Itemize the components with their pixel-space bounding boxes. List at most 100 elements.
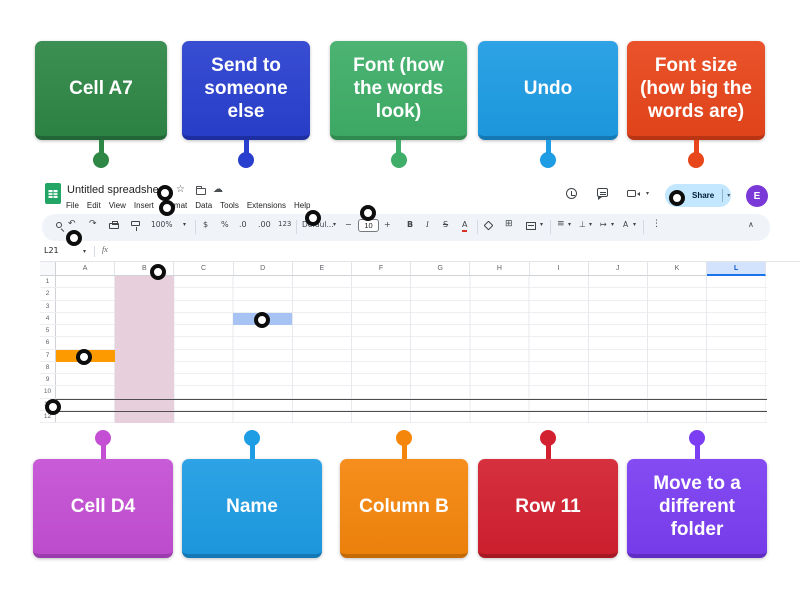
row-header-2: 2 [40,288,56,300]
increase-font-size-button: + [384,220,391,229]
label-pin-dot [396,430,412,446]
label-text: Undo [523,77,573,99]
label-connector [243,140,249,154]
toolbar-divider [477,220,478,234]
column-header-a: A [56,262,116,276]
column-header-f: F [351,262,412,276]
label-pin-dot [238,152,254,168]
vertical-align-icon: ⊥ [579,220,586,229]
label-pin-dot [689,430,705,446]
text-rotation-icon: A [623,220,629,229]
column-header-b: B [115,262,175,276]
label-card[interactable]: Font (how the words look) [330,41,467,140]
star-icon: ☆ [176,184,185,195]
target-marker-undo[interactable] [66,230,82,246]
target-marker-font[interactable] [305,210,321,226]
target-marker-font-size[interactable] [360,205,376,221]
label-pin-dot [540,430,556,446]
target-marker-row-11[interactable] [45,399,61,415]
label-connector [545,140,551,154]
label-text: Font size (how big the words are) [640,54,752,123]
number-format-button: 123 [278,220,292,228]
label-text: Move to a different folder [653,472,741,541]
label-card[interactable]: Column B [340,459,468,558]
menu-tools: Tools [220,201,239,210]
row-header-12: 12 [40,410,56,422]
row-header-3: 3 [40,300,56,312]
select-all-corner [40,262,56,276]
row-11-bottom-border [56,410,767,413]
label-connector [545,445,551,459]
label-card[interactable]: Name [182,459,322,558]
move-to-folder-icon [196,186,206,195]
name-box: L21 [44,246,59,255]
menu-data: Data [195,201,213,210]
font-name-select: Defaul... [302,220,334,229]
decrease-font-size-button: − [345,220,352,229]
label-card[interactable]: Send to someone else [182,41,310,140]
label-card[interactable]: Move to a different folder [627,459,767,558]
label-pin-dot [244,430,260,446]
formula-bar-divider [94,246,95,257]
label-connector [98,140,104,154]
redo-icon: ↷ [89,219,97,229]
align-dropdown-icon: ▾ [568,221,572,228]
column-headers: A B C D E F G H I J K L [40,262,767,276]
zoom-select: 100% [151,220,173,229]
font-dropdown-icon: ▾ [333,221,337,228]
row-11-top-border [56,398,767,400]
spreadsheet-title: Untitled spreadsheet [67,184,168,196]
toolbar-divider [550,220,551,234]
row-header-8: 8 [40,361,56,373]
target-marker-cell-a7[interactable] [76,349,92,365]
print-icon [109,221,119,229]
target-marker-share[interactable] [669,190,685,206]
label-connector [396,140,401,154]
share-button-label: Share [692,191,715,200]
label-connector [693,140,699,154]
column-header-e: E [292,262,352,276]
label-pin-dot [93,152,109,168]
column-header-i: I [529,262,589,276]
target-marker-title[interactable] [157,185,173,201]
label-pin-dot [688,152,704,168]
version-history-icon [566,188,577,199]
paint-format-icon [131,221,140,231]
horizontal-align-icon: ≡ [557,219,565,229]
column-b-highlight [115,276,174,423]
label-card[interactable]: Cell D4 [33,459,173,558]
decrease-decimal-button: .0 [239,220,247,229]
row-header-1: 1 [40,276,56,288]
label-connector [100,445,106,459]
label-card[interactable]: Undo [478,41,618,140]
target-marker-column-b[interactable] [150,264,166,280]
row-header-9: 9 [40,374,56,386]
menu-bar: File Edit View Insert Format Data Tools … [66,201,310,210]
label-text: Font (how the words look) [353,54,444,123]
account-avatar: E [746,185,768,207]
menu-insert: Insert [133,201,154,210]
meet-camera-icon [627,190,640,197]
cloud-save-status-icon: ☁ [213,184,223,195]
column-header-k: K [647,262,708,276]
increase-decimal-button: .00 [258,220,271,229]
label-card[interactable]: Cell A7 [35,41,167,140]
label-card[interactable]: Row 11 [478,459,618,558]
bold-button: B [407,220,414,229]
label-card[interactable]: Font size (how big the words are) [627,41,765,140]
label-pin-dot [540,152,556,168]
label-pin-dot [390,152,407,168]
more-options-icon: ⋮ [652,219,661,229]
name-box-dropdown-icon: ▾ [83,248,87,255]
target-marker-cell-d4[interactable] [254,312,270,328]
currency-format-button: $ [203,220,209,229]
target-marker-menu[interactable] [159,200,175,216]
rotation-dropdown-icon: ▾ [633,221,637,228]
column-header-l-selected: L [707,262,767,276]
column-header-g: G [411,262,471,276]
strikethrough-button: S [443,220,449,229]
toolbar-divider [643,220,644,234]
label-text: Cell D4 [70,495,136,517]
toolbar [42,214,770,241]
